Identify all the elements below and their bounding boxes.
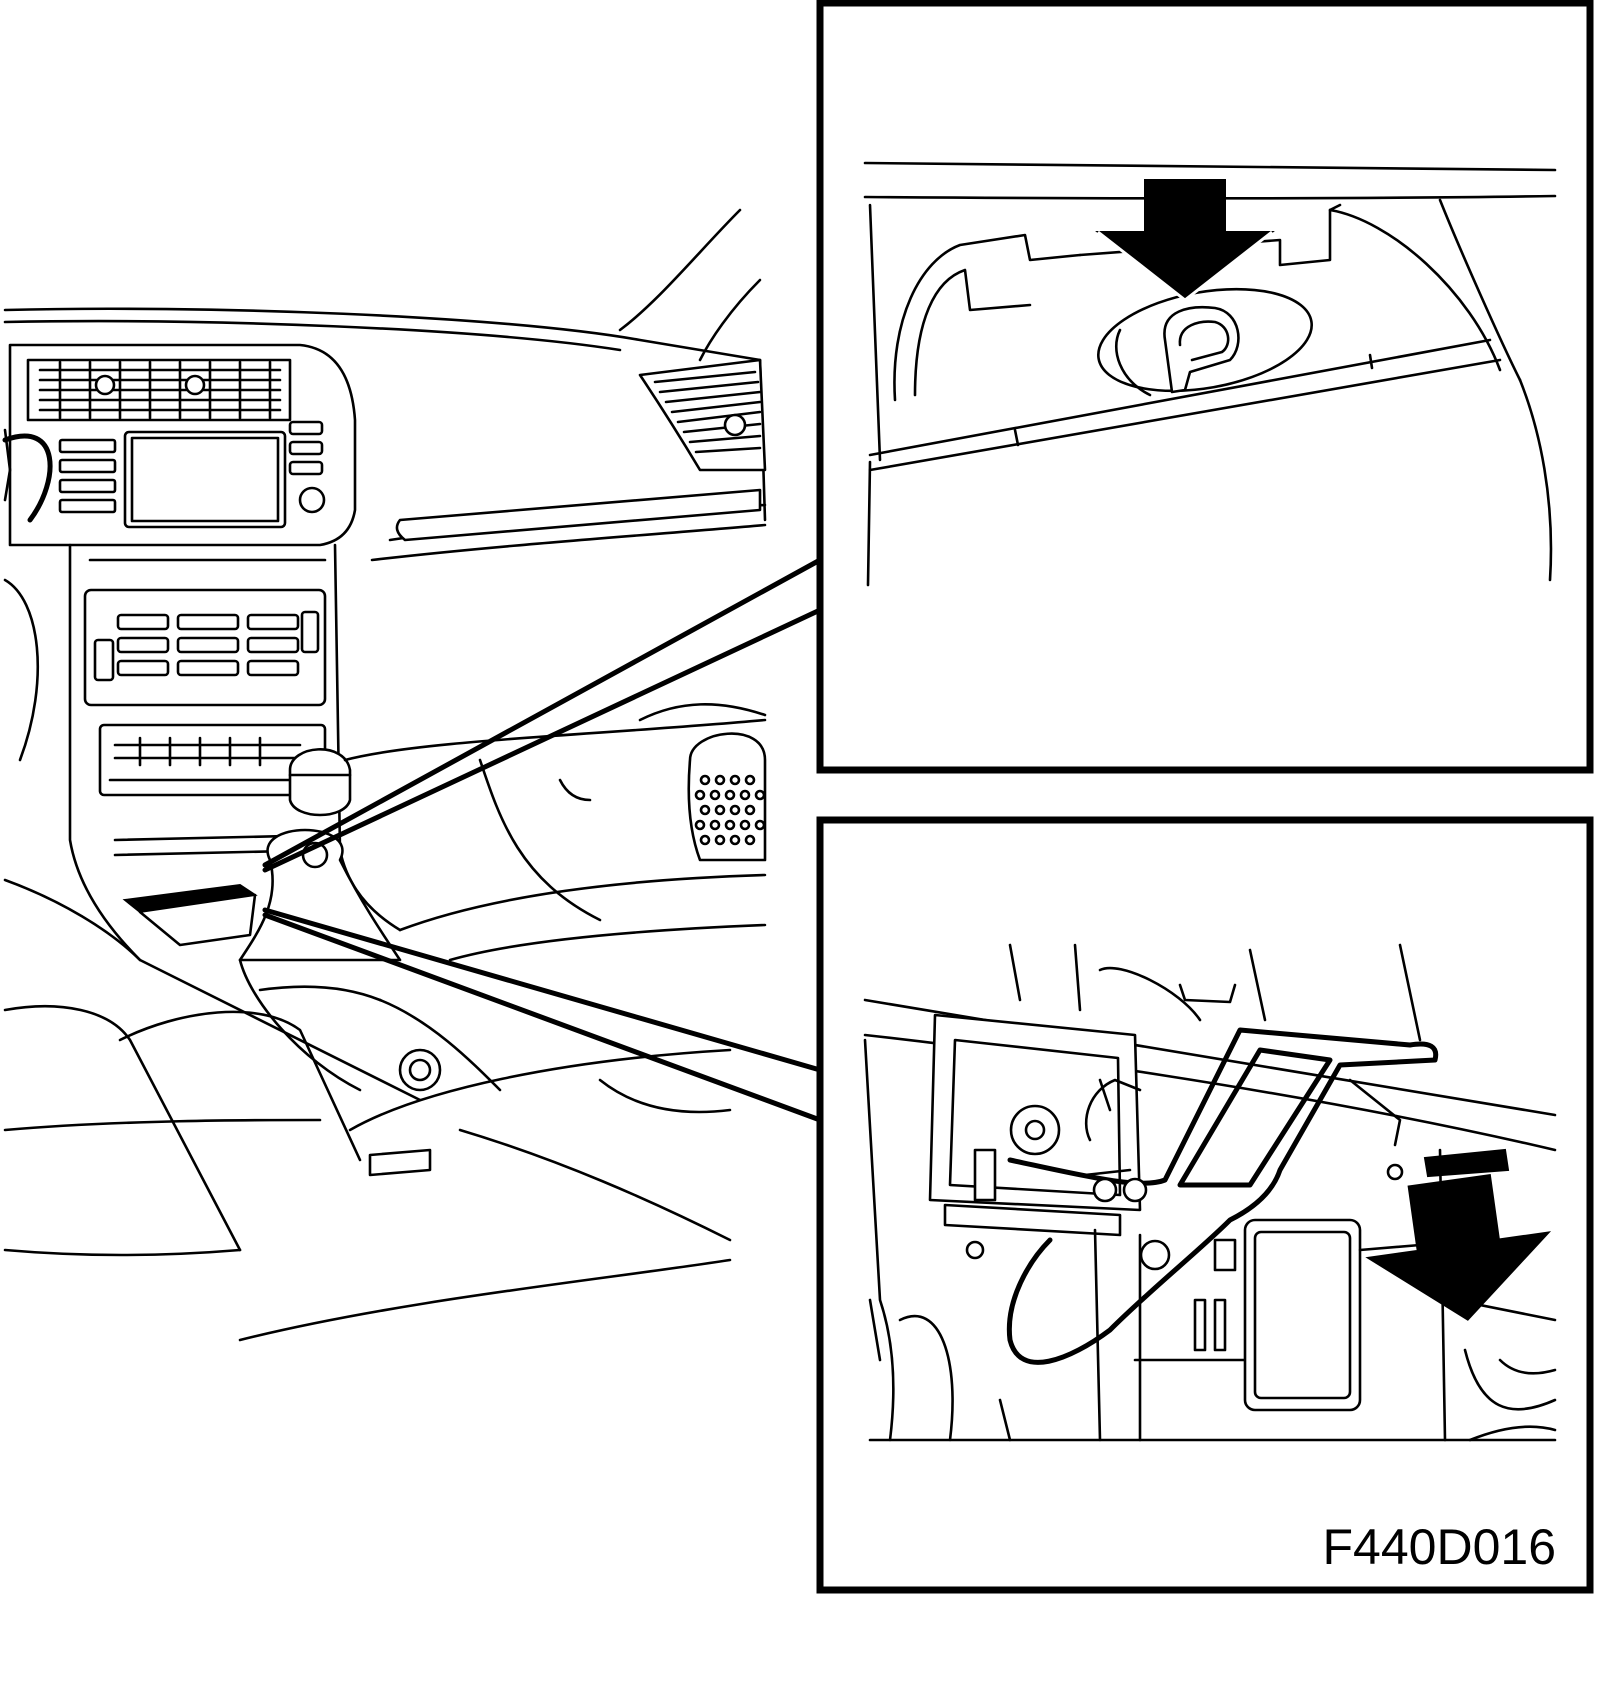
vent-grille (38, 360, 282, 420)
diagonal-arrow-icon (1365, 1173, 1552, 1321)
detail-panel-bottom (816, 816, 1594, 1594)
speaker-grille (694, 774, 766, 846)
detail-panel-top (816, 0, 1594, 774)
figure-code: F440D016 (1323, 1519, 1557, 1575)
callout-leaders (262, 557, 823, 1123)
overview-illustration (2, 208, 767, 1342)
climate-buttons (93, 610, 320, 682)
